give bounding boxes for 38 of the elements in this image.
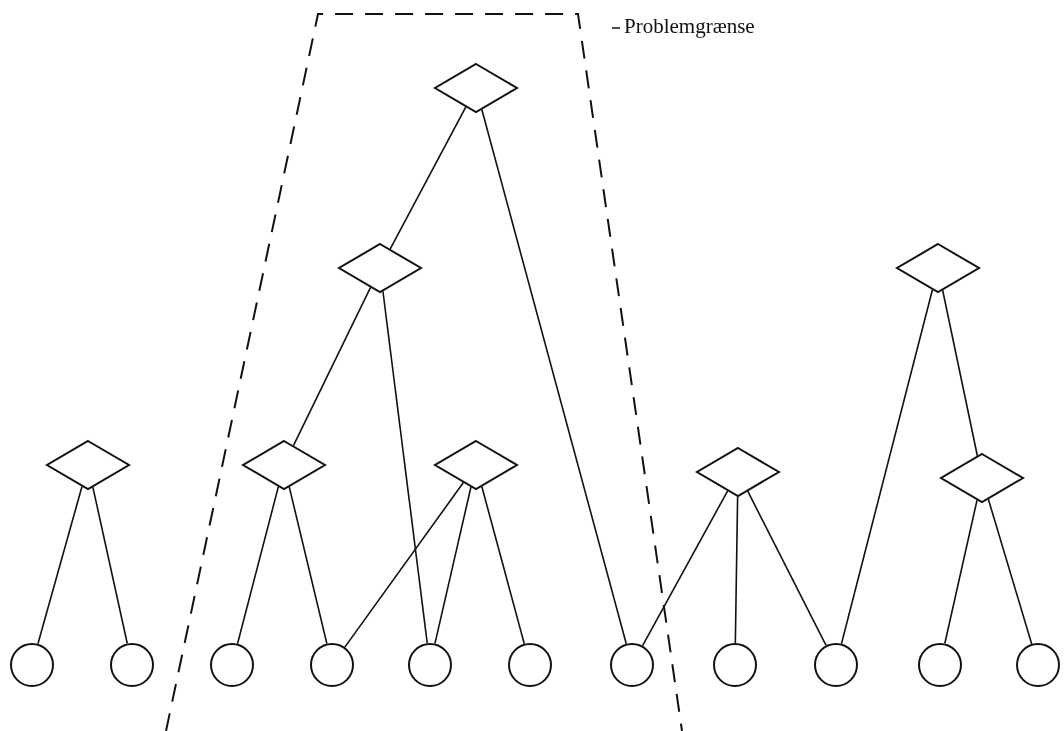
decision-diamond [242,440,326,490]
connector-line [944,499,978,645]
connector-line [434,486,472,645]
connector-line [746,490,827,647]
circle-node [918,643,962,687]
connector-line [37,485,83,645]
circle-node [310,643,354,687]
connector-line [840,288,934,645]
decision-diamond [696,447,780,497]
decision-diamond [940,453,1024,503]
boundary-label: Problemgrænse [624,14,755,39]
connector-line [941,289,979,457]
circle-node [110,643,154,687]
connector-line [641,490,729,647]
decision-diamond [896,243,980,293]
decision-diamond [338,243,422,293]
circle-node [210,643,254,687]
connector-line [288,486,328,645]
decision-diamond [434,440,518,490]
circle-node [508,643,552,687]
connector-line [344,481,465,648]
circle-node [1016,643,1060,687]
decision-diamond [46,440,130,490]
circle-node [814,643,858,687]
connector-line [92,486,129,645]
circle-node [713,643,757,687]
connector-line [382,290,429,644]
circle-node [10,643,54,687]
connector-line [389,106,467,250]
connector-line [734,495,739,644]
connector-line [236,485,280,645]
decision-diamond [434,63,518,113]
connector-line [292,286,372,447]
connector-line [481,485,526,645]
connector-line [987,498,1033,645]
connector-line [481,108,628,645]
circle-node [408,643,452,687]
circle-node [610,643,654,687]
